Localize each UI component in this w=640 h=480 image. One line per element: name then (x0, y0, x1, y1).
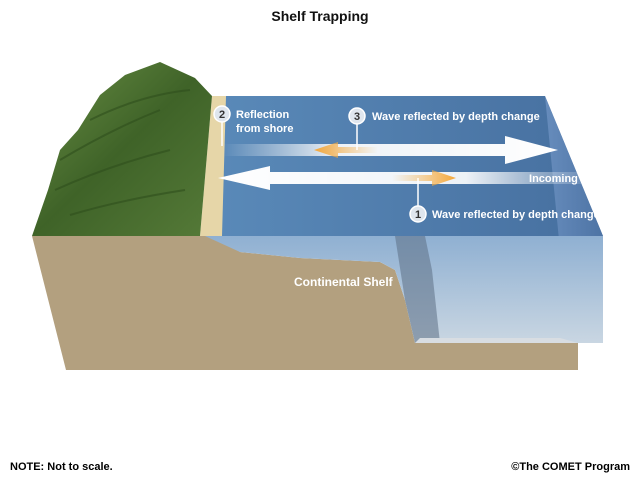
label-continental-shelf: Continental Shelf (294, 275, 394, 289)
scale-note: NOTE: Not to scale. (10, 461, 113, 473)
badge-3-number: 3 (354, 111, 360, 123)
badge-1-number: 1 (415, 209, 421, 221)
copyright-credit: ©The COMET Program (511, 461, 630, 473)
label-incoming-waves: Incoming waves (529, 173, 614, 185)
label-reflection-line2: from shore (236, 123, 293, 135)
label-step1: Wave reflected by depth change (432, 209, 600, 221)
badge-2-number: 2 (219, 109, 225, 121)
label-step3: Wave reflected by depth change (372, 111, 540, 123)
label-reflection-line1: Reflection (236, 109, 289, 121)
seafloor (415, 338, 578, 343)
coastal-hills (32, 62, 212, 236)
